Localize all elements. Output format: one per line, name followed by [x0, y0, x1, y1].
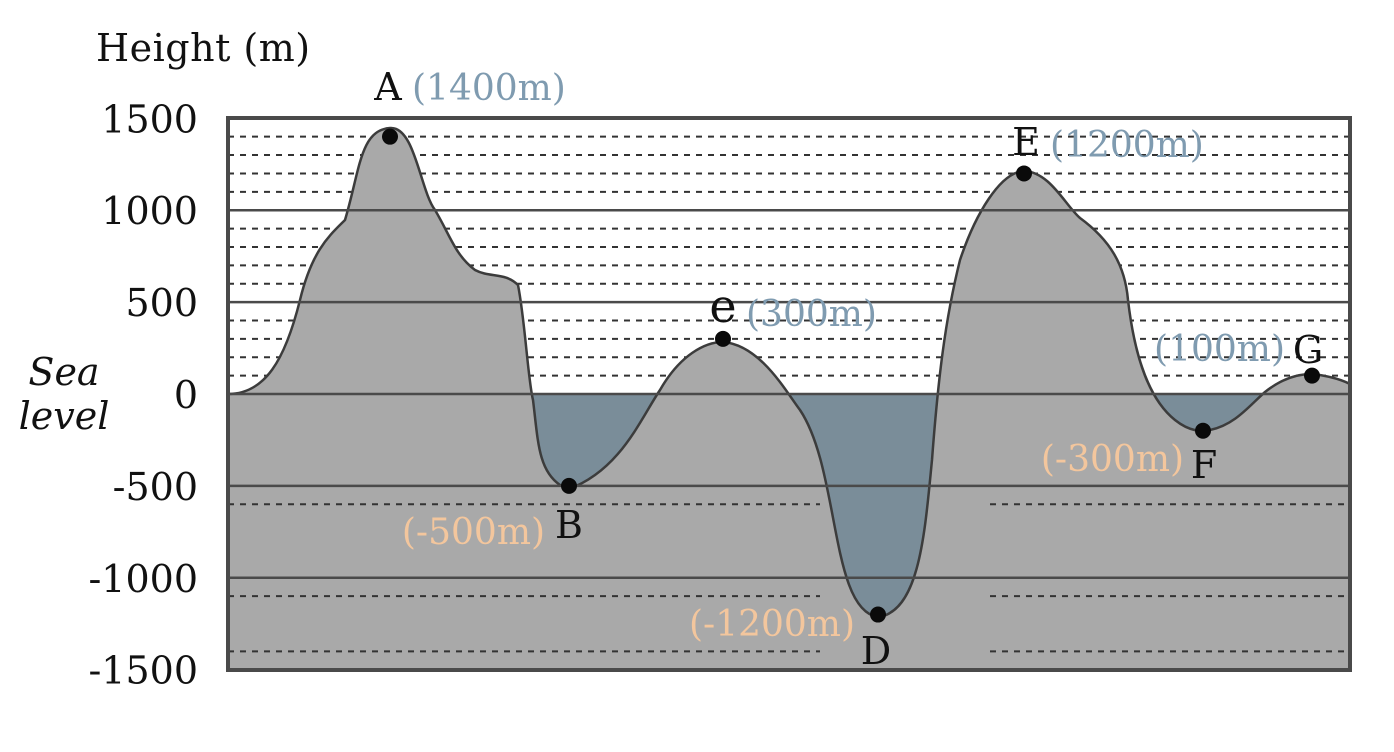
point-value-b: (-500m)	[402, 512, 545, 553]
solid-gridlines	[226, 116, 1352, 672]
plot-frame	[226, 116, 1352, 672]
y-tick-label: -1500	[88, 649, 198, 693]
y-tick-labels: 1500 1000 500 0 -500 -1000 -1500	[88, 97, 198, 692]
sea-level-label-line1: Sea	[28, 350, 100, 394]
y-tick-label: 500	[125, 281, 198, 325]
point-value-c: (300m)	[746, 294, 877, 335]
y-tick-label: 0	[174, 373, 198, 417]
point-marker-a	[382, 128, 398, 145]
y-tick-label: 1500	[101, 97, 198, 141]
point-label-d: D	[861, 629, 891, 673]
y-tick-label: -1000	[88, 557, 198, 601]
point-marker-f	[1195, 422, 1211, 439]
point-label-a: A	[373, 65, 402, 109]
point-marker-d	[870, 606, 886, 623]
sea-level-label: Sea level	[14, 350, 114, 438]
point-value-e: (1200m)	[1050, 125, 1204, 166]
y-axis-title: Height (m)	[96, 26, 311, 70]
point-marker-g	[1304, 367, 1320, 384]
point-marker-c	[715, 330, 731, 347]
sea-level-label-line2: level	[18, 394, 110, 438]
point-value-a: (1400m)	[412, 68, 566, 109]
point-label-f: F	[1191, 443, 1217, 487]
point-marker-b	[561, 477, 577, 494]
point-marker-e	[1016, 165, 1032, 182]
point-label-c: e	[709, 279, 736, 333]
terrain-shapes	[226, 126, 1352, 672]
point-label-g: G	[1293, 328, 1323, 372]
point-value-d: (-1200m)	[689, 604, 855, 645]
point-value-f: (-300m)	[1041, 439, 1184, 480]
terrain-land	[226, 126, 1352, 672]
point-value-g: (100m)	[1154, 329, 1285, 370]
y-tick-label: -500	[113, 465, 198, 509]
point-label-b: B	[555, 503, 583, 547]
y-tick-label: 1000	[101, 189, 198, 233]
marked-points: A(1400m) B(-500m) e(300m) D(-1200m) E(1200m)…	[373, 65, 1323, 673]
point-label-e: E	[1012, 120, 1040, 164]
